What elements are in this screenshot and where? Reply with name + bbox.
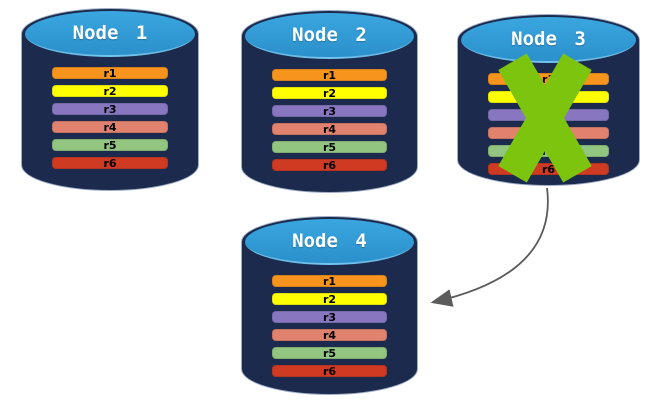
node-3-header: Node 3 xyxy=(461,17,636,63)
table-row: r4 xyxy=(488,127,609,139)
table-row: r6 xyxy=(52,157,168,169)
table-row: r3 xyxy=(52,103,168,115)
node-2-header: Node 2 xyxy=(245,13,414,59)
table-row: r4 xyxy=(272,123,387,135)
node-4-cylinder: Node 4 r1 r2 r3 r4 r5 r6 xyxy=(241,216,418,395)
table-row: r2 xyxy=(52,85,168,97)
node-2-cylinder: Node 2 r1 r2 r3 r4 r5 r6 xyxy=(241,10,418,193)
node-3-title: Node 3 xyxy=(511,27,586,50)
table-row: r5 xyxy=(272,141,387,153)
table-row: r1 xyxy=(488,73,609,85)
table-row: r1 xyxy=(272,69,387,81)
table-row: r5 xyxy=(272,347,387,359)
node-4-title: Node 4 xyxy=(292,229,367,252)
node-2-rows: r1 r2 r3 r4 r5 r6 xyxy=(272,69,387,171)
table-row: r2 xyxy=(488,91,609,103)
table-row: r4 xyxy=(52,121,168,133)
node-3-cylinder: Node 3 r1 r2 r3 r4 r5 r6 xyxy=(457,14,640,186)
node-2-title: Node 2 xyxy=(292,23,367,46)
node-1-title: Node 1 xyxy=(72,21,148,44)
table-row: r3 xyxy=(488,109,609,121)
table-row: r2 xyxy=(272,293,387,305)
node-4-rows: r1 r2 r3 r4 r5 r6 xyxy=(272,275,387,377)
table-row: r6 xyxy=(488,163,609,175)
table-row: r6 xyxy=(272,159,387,171)
table-row: r1 xyxy=(52,67,168,79)
table-row: r1 xyxy=(272,275,387,287)
node-4-header: Node 4 xyxy=(245,219,414,265)
table-row: r6 xyxy=(272,365,387,377)
table-row: r2 xyxy=(272,87,387,99)
node-1-cylinder: Node 1 r1 r2 r3 r4 r5 r6 xyxy=(21,8,199,191)
table-row: r3 xyxy=(272,311,387,323)
table-row: r5 xyxy=(488,145,609,157)
table-row: r3 xyxy=(272,105,387,117)
node-1-rows: r1 r2 r3 r4 r5 r6 xyxy=(52,67,168,169)
table-row: r5 xyxy=(52,139,168,151)
table-row: r4 xyxy=(272,329,387,341)
node-3-rows: r1 r2 r3 r4 r5 r6 xyxy=(488,73,609,175)
node-1-header: Node 1 xyxy=(25,11,195,57)
